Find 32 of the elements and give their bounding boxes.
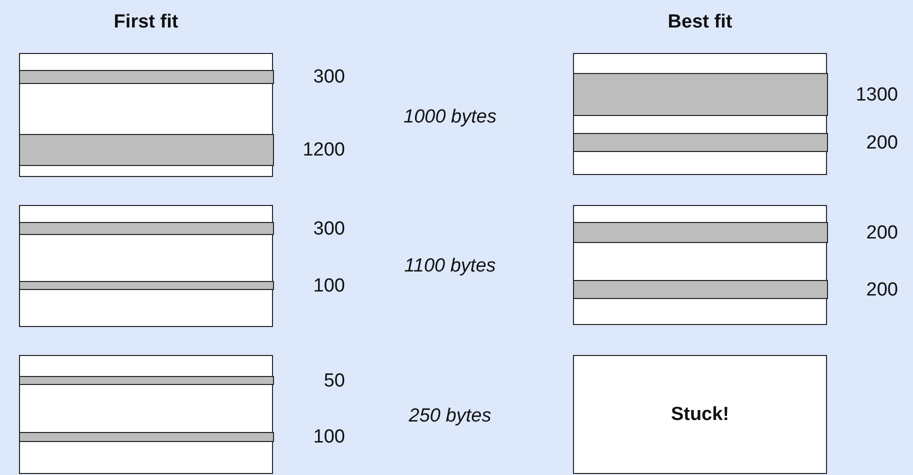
- size-label: 100: [312, 428, 345, 446]
- memory-block: [19, 355, 273, 474]
- size-label: 200: [865, 133, 898, 152]
- allocated-block: [572, 72, 828, 116]
- allocated-block: [572, 280, 828, 298]
- size-label: 100: [312, 276, 345, 295]
- allocated-block: [18, 222, 274, 234]
- allocated-block: [18, 376, 274, 384]
- column-heading: First fit: [114, 12, 178, 32]
- size-label: 1300: [854, 85, 898, 104]
- allocated-block: [18, 280, 274, 290]
- size-label: 300: [312, 68, 345, 86]
- request-size-label: 250 bytes: [408, 406, 492, 426]
- status-text: Stuck!: [670, 404, 730, 426]
- memory-block: [19, 53, 273, 177]
- memory-block: [573, 53, 827, 175]
- request-size-label: 1000 bytes: [404, 108, 496, 126]
- allocated-block: [572, 222, 828, 242]
- request-size-label: 1100 bytes: [404, 256, 496, 276]
- size-label: 1200: [302, 140, 345, 160]
- memory-block: [573, 205, 827, 325]
- memory-block: [19, 205, 273, 327]
- column-heading: Best fit: [668, 12, 732, 32]
- allocated-block: [572, 132, 828, 152]
- size-label: 50: [322, 371, 345, 390]
- size-label: 300: [312, 219, 345, 238]
- size-label: 200: [865, 280, 898, 299]
- allocated-block: [18, 70, 274, 84]
- allocated-block: [18, 134, 274, 166]
- allocated-block: [18, 432, 274, 442]
- memory-block: [573, 355, 827, 474]
- size-label: 200: [865, 223, 898, 242]
